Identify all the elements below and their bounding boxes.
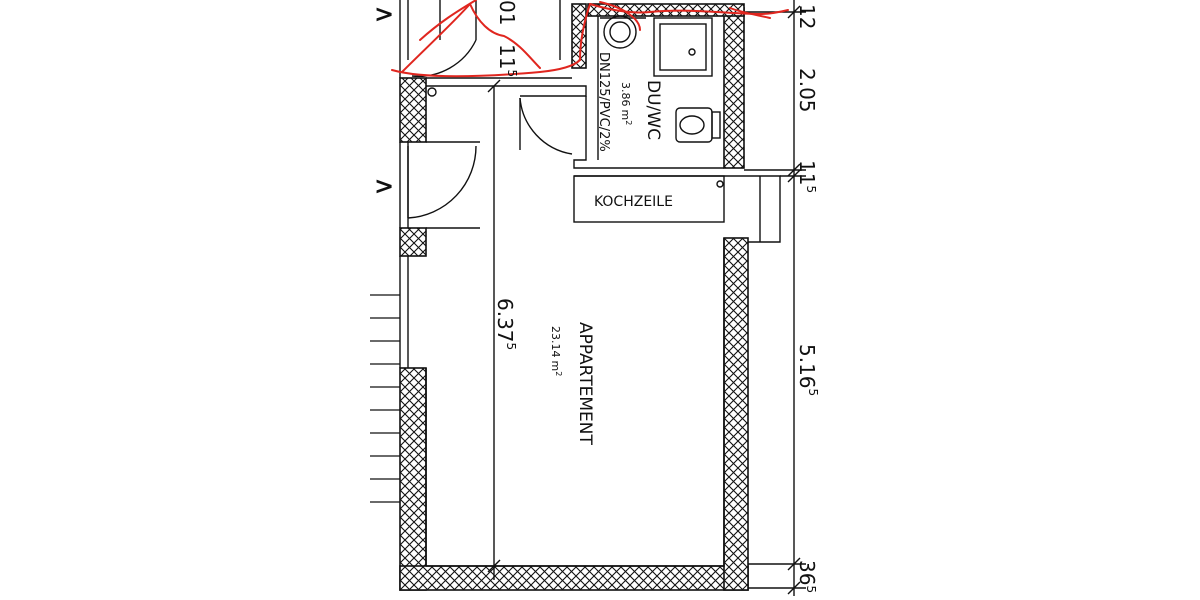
corridor-wall-dimension: 115 [495, 44, 519, 77]
shower-tray [653, 17, 713, 77]
kitchen-label: KOCHZEILE [594, 194, 673, 210]
bath-fixtures [427, 15, 724, 188]
drain-note: DN125/PVC/2% [596, 52, 611, 152]
wall-left-upper [399, 77, 427, 143]
door-swing-top [411, 39, 477, 78]
bath-label: DU/WC [643, 80, 663, 140]
door-swing-upper [407, 145, 477, 219]
dimension-right-5: 365 [795, 560, 819, 593]
wall-right-upper [723, 7, 745, 169]
masonry-walls [399, 3, 749, 591]
apartment-label: APPARTEMENT [575, 322, 595, 446]
wall-left-lower [399, 367, 427, 591]
door-swings [407, 39, 573, 219]
red-markup [391, 0, 789, 78]
wall-right-lower [723, 237, 749, 591]
dimension-chain-right [487, 0, 806, 596]
bath-area: 3.86m2 [619, 82, 633, 125]
toilet [603, 15, 637, 49]
wall-bath-left [571, 3, 587, 69]
stair-treads [370, 294, 400, 503]
partition-lines [399, 0, 781, 580]
dimension-right-4: 5.165 [795, 344, 820, 396]
apartment-area: 23.14m2 [549, 326, 563, 376]
washbasin [675, 107, 713, 143]
door-swing-apartment [519, 97, 573, 155]
level-arrow-marker: > [374, 172, 394, 200]
top-partial-dimension: 01 [495, 0, 519, 25]
interior-height-dimension: 6.375 [493, 298, 518, 350]
level-arrow-marker: > [374, 0, 394, 28]
wall-left-pier [399, 227, 427, 257]
dimension-right-3: 115 [795, 160, 819, 193]
wall-bottom [399, 565, 749, 591]
dimension-right-1: 12 [795, 4, 819, 29]
dimension-right-2: 2.05 [795, 68, 819, 113]
